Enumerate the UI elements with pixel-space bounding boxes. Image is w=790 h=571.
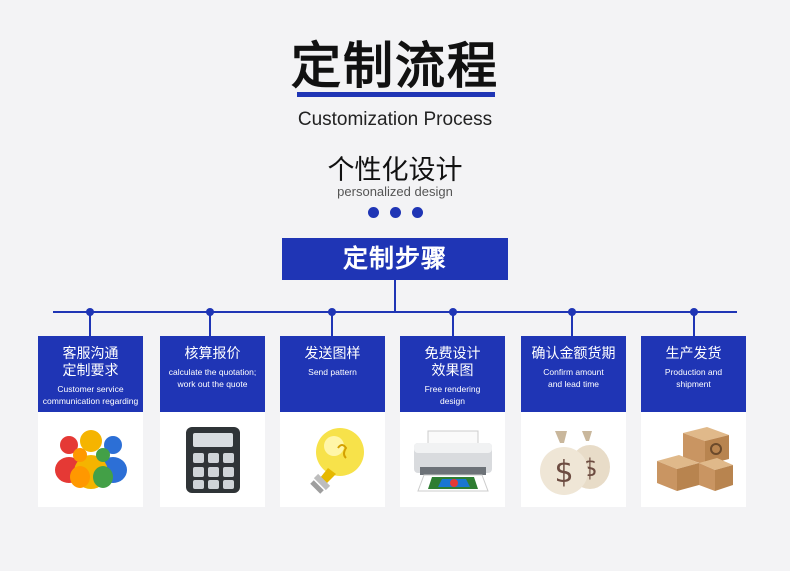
step-description: Send pattern <box>308 367 357 377</box>
step-title: 核算报价 <box>184 346 241 362</box>
dot <box>368 207 379 218</box>
title-underline <box>297 92 495 97</box>
calculator-icon <box>160 412 265 507</box>
money-bags-icon: $ $ <box>521 412 626 507</box>
dot <box>390 207 401 218</box>
step-title: 生产发货 <box>665 346 722 362</box>
step-card-6: 生产发货 Production and shipment <box>641 336 746 507</box>
step-card-5: 确认金额货期 Confirm amount and lead time $ $ <box>521 336 626 507</box>
step-description: Production and shipment <box>664 367 723 389</box>
step-card-header: 确认金额货期 Confirm amount and lead time <box>521 336 626 412</box>
page-subtitle: Customization Process <box>297 109 493 130</box>
steps-header-box: 定制步骤 <box>282 238 508 280</box>
package-icon <box>641 412 746 507</box>
step-title: 发送图样 <box>304 346 361 362</box>
page-title: 定制流程 <box>291 37 499 95</box>
page-title-wrap: 定制流程 <box>0 38 790 94</box>
step-description: Customer service communication regarding <box>42 384 139 406</box>
svg-text:$: $ <box>554 455 573 490</box>
section-subtitle: personalized design <box>337 184 453 199</box>
step-description: Free rendering design <box>424 384 481 406</box>
printer-icon <box>400 412 505 507</box>
step-title: 客服沟通 定制要求 <box>62 346 119 379</box>
connector-vertical <box>394 280 396 312</box>
connector-stub <box>452 312 454 337</box>
step-card-header: 免费设计 效果图 Free rendering design <box>400 336 505 412</box>
step-description: calculate the quotation; work out the qu… <box>168 367 257 389</box>
people-icon <box>38 412 143 507</box>
lightbulb-icon <box>280 412 385 507</box>
connector-horizontal <box>53 311 737 313</box>
connector-stub <box>331 312 333 337</box>
connector-stub <box>89 312 91 337</box>
step-card-1: 客服沟通 定制要求 Customer service communication… <box>38 336 143 507</box>
dot-separator <box>368 207 424 219</box>
connector-stub <box>571 312 573 337</box>
step-card-3: 发送图样 Send pattern <box>280 336 385 507</box>
step-card-header: 核算报价 calculate the quotation; work out t… <box>160 336 265 412</box>
step-card-header: 生产发货 Production and shipment <box>641 336 746 412</box>
step-title: 确认金额货期 <box>531 346 616 362</box>
step-card-header: 客服沟通 定制要求 Customer service communication… <box>38 336 143 412</box>
step-title: 免费设计 效果图 <box>424 346 481 379</box>
step-card-4: 免费设计 效果图 Free rendering design <box>400 336 505 507</box>
step-card-2: 核算报价 calculate the quotation; work out t… <box>160 336 265 507</box>
step-description: Confirm amount and lead time <box>543 367 604 389</box>
step-card-header: 发送图样 Send pattern <box>280 336 385 412</box>
connector-stub <box>693 312 695 337</box>
section-title: 个性化设计 <box>327 155 463 186</box>
connector-stub <box>209 312 211 337</box>
dot <box>412 207 423 218</box>
